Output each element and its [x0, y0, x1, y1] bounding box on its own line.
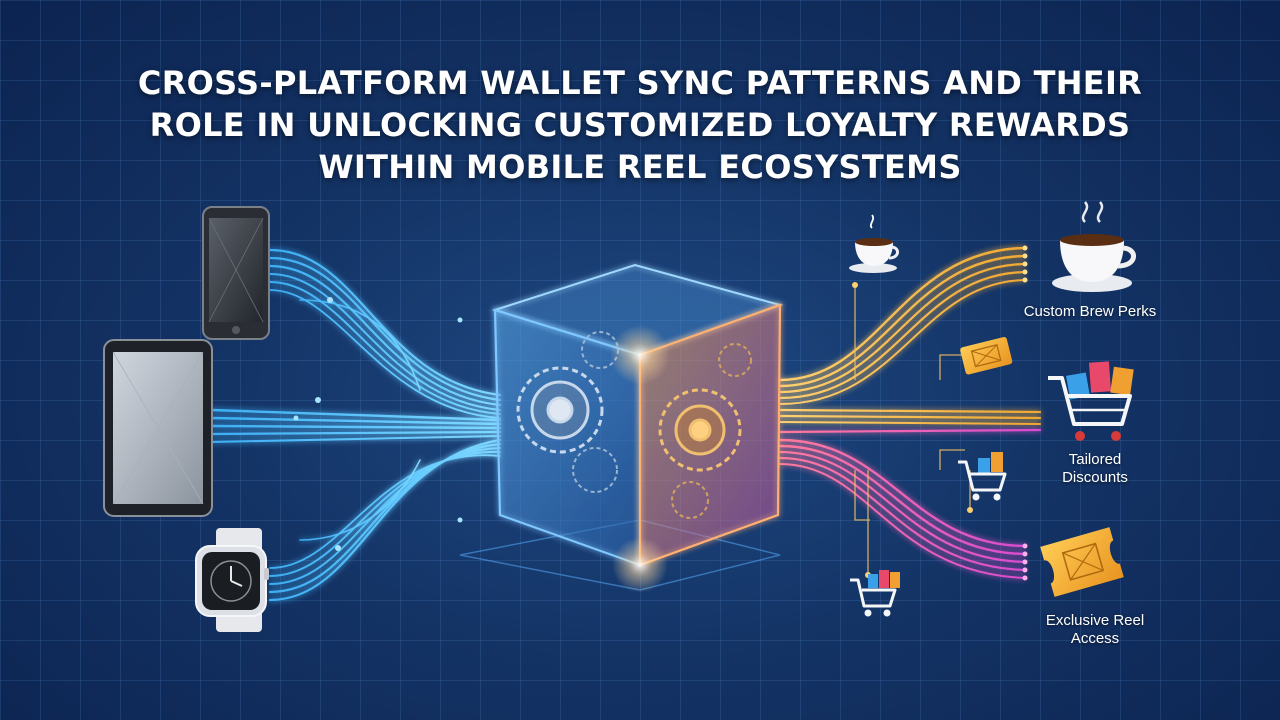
reward-label-discounts-line1: Tailored: [1068, 451, 1122, 468]
reward-label-discounts-line2: Discounts: [1062, 469, 1128, 486]
wallet-sync-cube-icon: [459, 263, 784, 593]
page-title: CROSS-PLATFORM WALLET SYNC PATTERNS AND …: [0, 62, 1280, 188]
blue-sync-streams: [210, 248, 502, 602]
shopping-cart-icon-small: [958, 452, 1007, 501]
title-line-3: WITHIN MOBILE REEL ECOSYSTEMS: [318, 148, 962, 186]
ticket-icon: [1040, 527, 1124, 597]
title-line-1: CROSS-PLATFORM WALLET SYNC PATTERNS AND …: [137, 64, 1143, 102]
coffee-cup-icon-small: [849, 214, 899, 273]
branch-lines: [854, 285, 971, 575]
title-line-2: ROLE IN UNLOCKING CUSTOMIZED LOYALTY REW…: [149, 106, 1131, 144]
reward-label-access-line1: Exclusive Reel: [1045, 612, 1145, 629]
ticket-icon-small: [960, 336, 1013, 375]
pink-reward-streams: [778, 428, 1042, 579]
gold-reward-streams: [778, 246, 1042, 425]
reward-label-access-line2: Access: [1070, 630, 1120, 647]
gear-icon: [516, 366, 604, 454]
tablet-icon: [103, 339, 213, 517]
reward-label-access: Exclusive Reel Access: [1025, 612, 1165, 648]
smartwatch-icon: [195, 528, 269, 632]
blue-stream-nodes: [293, 297, 463, 551]
shopping-cart-icon-small-2: [850, 570, 900, 617]
pink-stream-endpoints: [1022, 543, 1028, 581]
coffee-cup-icon: [1052, 201, 1136, 292]
reward-label-brew: Custom Brew Perks: [1023, 303, 1157, 320]
shopping-cart-icon: [1048, 361, 1134, 441]
smartphone-icon: [202, 206, 270, 340]
gear-icon-gold: [658, 388, 742, 472]
reward-label-discounts: Tailored Discounts: [1030, 451, 1160, 487]
gold-stream-endpoints: [1022, 245, 1028, 283]
